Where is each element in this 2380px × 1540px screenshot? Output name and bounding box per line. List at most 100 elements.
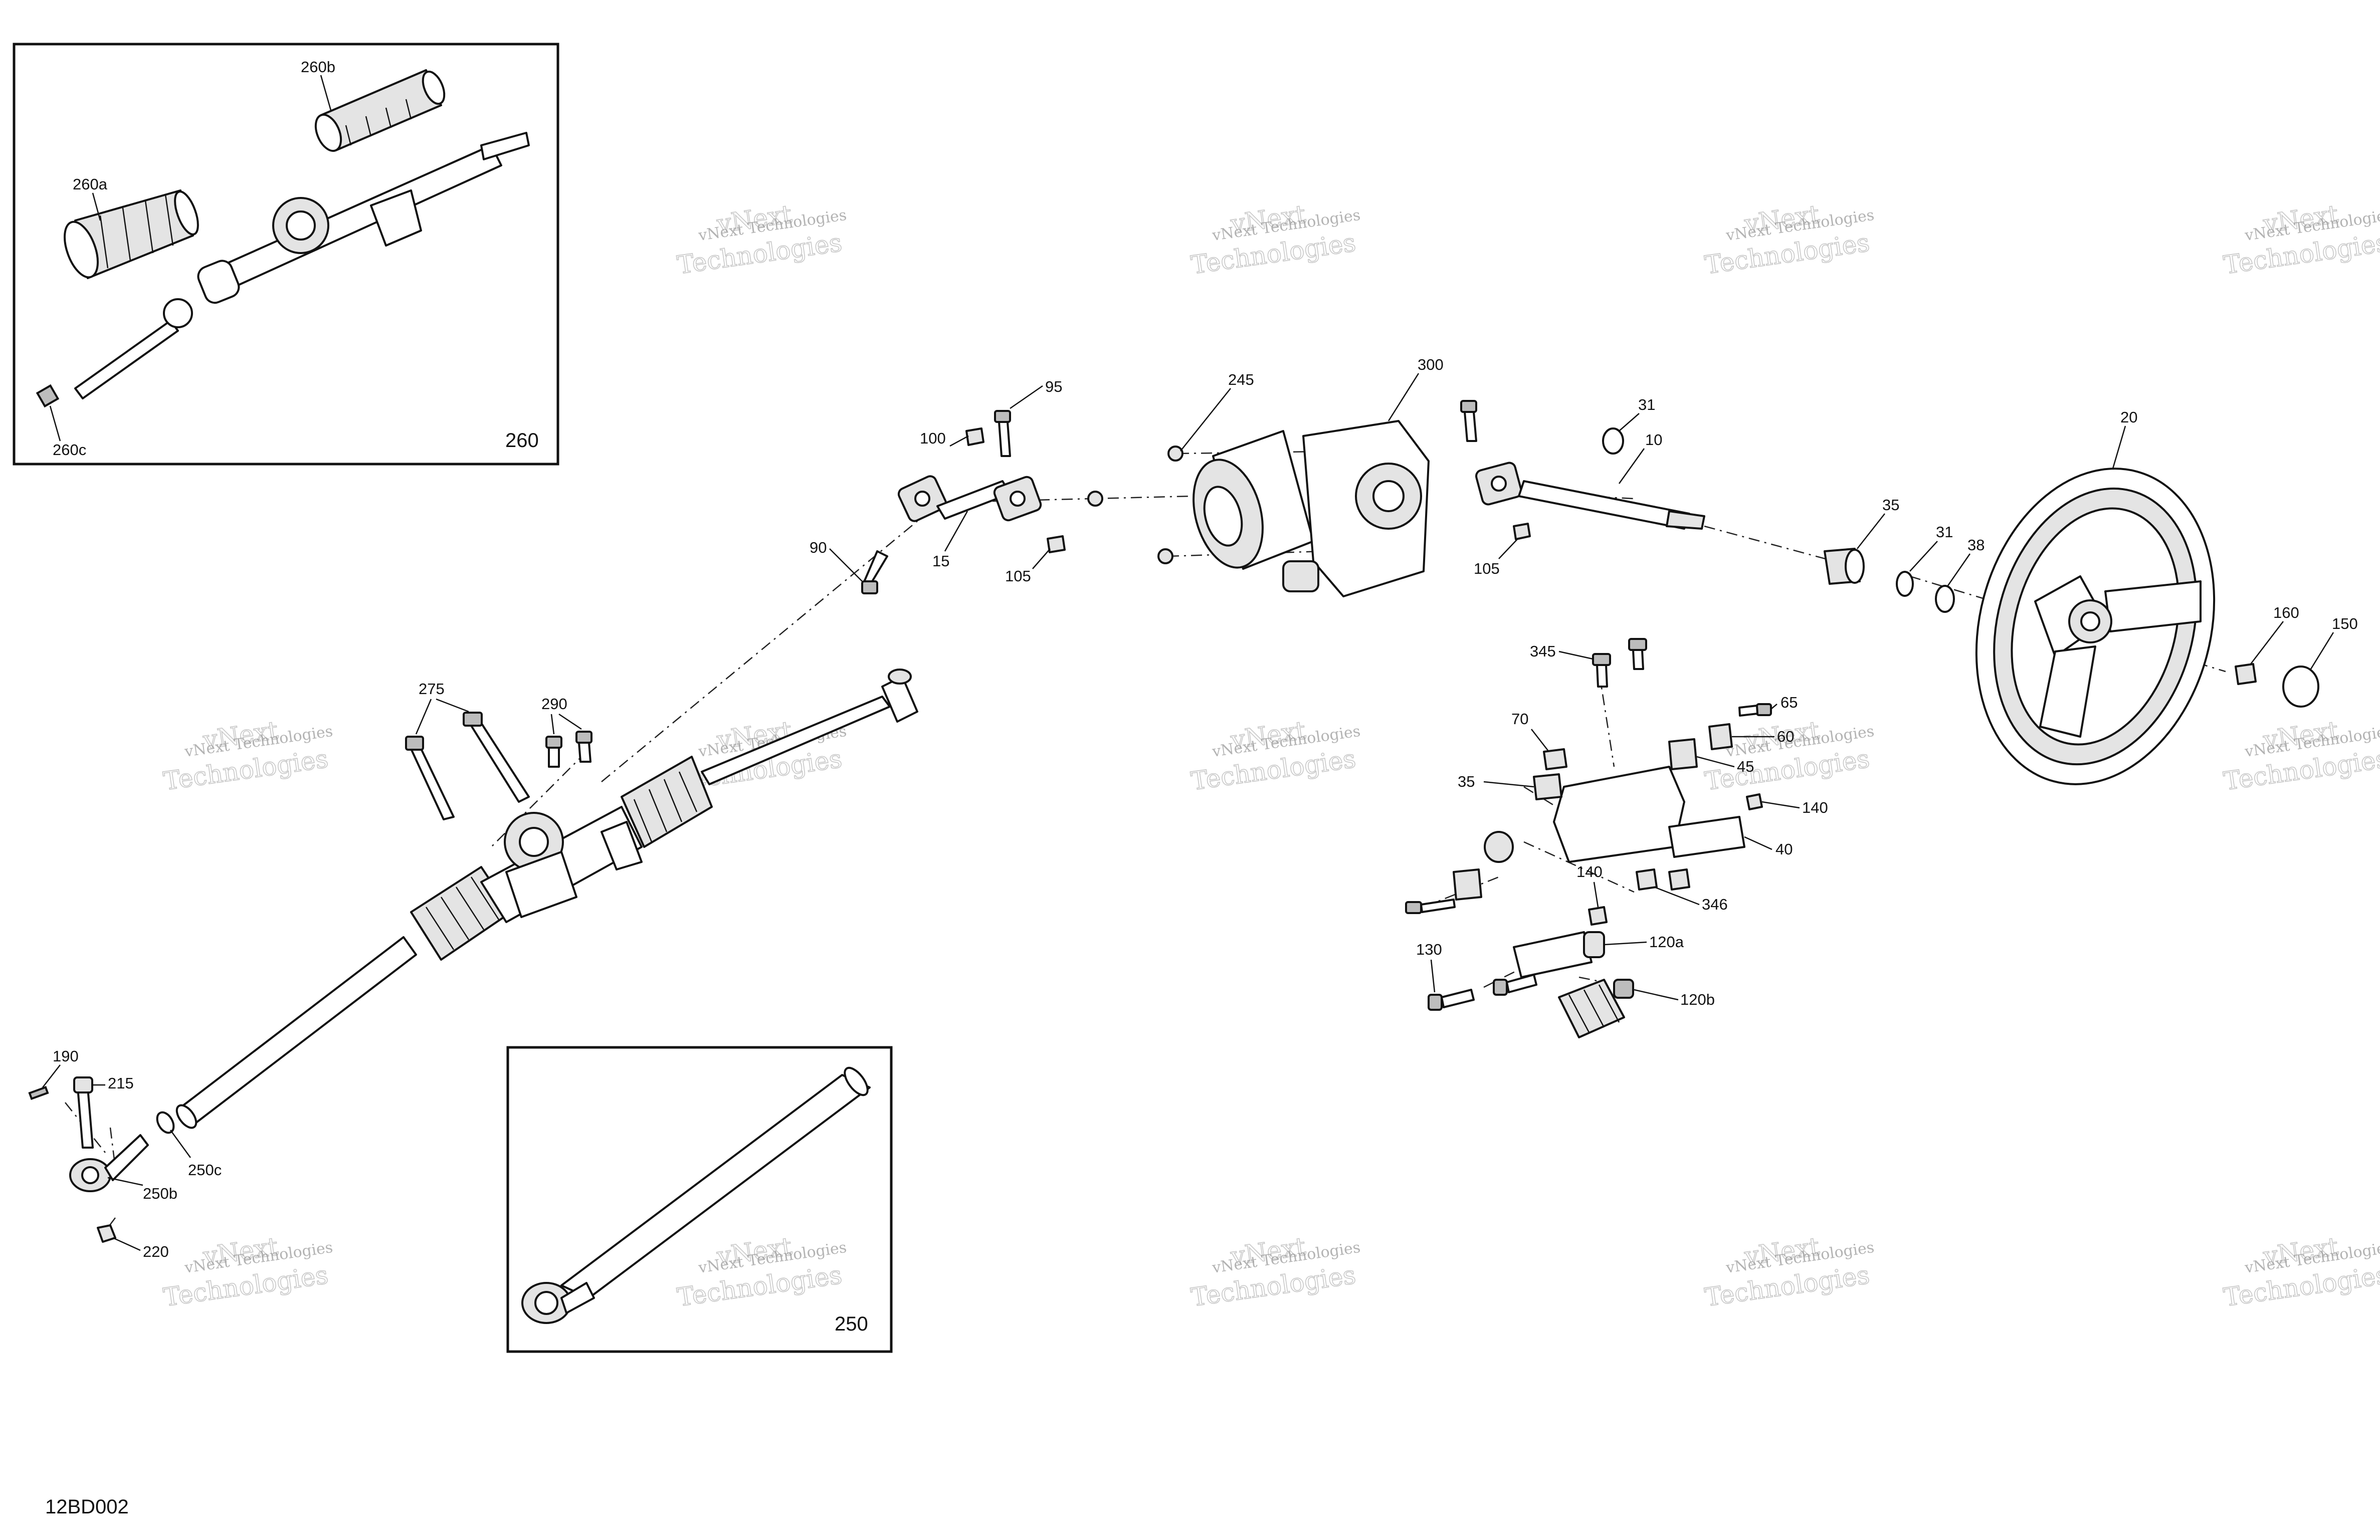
tie-rod-end-250b <box>69 1134 149 1192</box>
nut-105-lower <box>1047 535 1066 553</box>
washer-60 <box>1708 723 1733 750</box>
callout-60: 60 <box>1777 728 1794 745</box>
document-code: 12BD002 <box>45 1496 129 1518</box>
inset-260-frame <box>13 43 559 466</box>
rack-housing <box>480 806 643 923</box>
callout-20: 20 <box>2120 408 2137 426</box>
callout-220: 220 <box>143 1243 169 1260</box>
callout-65: 65 <box>1780 694 1798 711</box>
watermark: vNext vNext Technologies Technologies <box>1703 1231 1876 1312</box>
nut-346b <box>1668 868 1690 891</box>
watermark: vNext vNext Technologies Technologies <box>1703 715 1876 796</box>
nut-105-upper <box>1513 523 1531 540</box>
watermark: vNext vNext Technologies Technologies <box>161 715 334 796</box>
u-joint-column <box>1475 462 1522 506</box>
callout-260c: 260c <box>53 441 86 459</box>
callout-40: 40 <box>1775 840 1793 858</box>
upper-shaft <box>1475 427 1705 540</box>
power-steering-unit-300 <box>1157 400 1477 597</box>
callout-160: 160 <box>2273 604 2299 621</box>
callout-95: 95 <box>1045 378 1062 395</box>
boot-120b <box>1558 979 1634 1038</box>
boot-260a <box>64 189 199 279</box>
watermark: vNext vNext Technologies Technologies <box>161 1231 334 1312</box>
boot-260b <box>314 69 446 152</box>
callout-90: 90 <box>810 539 827 556</box>
callout-15: 15 <box>932 552 949 570</box>
bolt-upper-right <box>1460 400 1477 442</box>
tube-40 <box>1668 816 1745 858</box>
assembly-lines <box>65 450 2226 1228</box>
watermark: vNext vNext Technologies Technologies <box>675 1231 848 1312</box>
callout-346: 346 <box>1702 896 1728 913</box>
u-joint-lower <box>897 475 947 522</box>
callout-100: 100 <box>920 429 946 447</box>
inset-260: 260b 260a 260c 260 <box>13 43 559 466</box>
watermark: vNext vNext Technologies Technologies <box>1189 1231 1362 1312</box>
nut-260c <box>36 384 60 408</box>
bolt-275b <box>463 712 530 803</box>
bushing-45 <box>1668 738 1698 770</box>
rack-bar <box>179 936 417 1126</box>
tie-rod-end-left <box>28 1076 175 1243</box>
tie-rod-end-250 <box>521 1282 595 1324</box>
watermark: vNext vNext Technologies Technologies <box>675 199 848 280</box>
callout-290: 290 <box>541 695 567 713</box>
callouts: 95 100 90 15 105 245 300 31 10 105 35 31… <box>42 356 2358 1260</box>
rack-housing-inset <box>197 132 530 304</box>
bolt-290b <box>575 731 592 763</box>
bracket <box>1553 766 1685 863</box>
washer-intermediate <box>1087 491 1103 507</box>
bolt-345b <box>1628 638 1647 670</box>
nut-346a <box>1636 868 1658 891</box>
jam-nut-250c <box>156 1111 175 1134</box>
nut-245-lower <box>1157 548 1173 564</box>
bushing-mid <box>1484 831 1514 863</box>
callout-120a: 120a <box>1649 933 1684 951</box>
inner-tie-rod-inset <box>36 298 193 408</box>
column-rings <box>1824 548 1955 613</box>
bushing-35-lower <box>1533 773 1562 800</box>
callout-260a: 260a <box>73 175 108 193</box>
bushing-lower-left <box>1453 868 1482 901</box>
bolt-345a <box>1592 653 1611 688</box>
intermediate-shaft <box>861 410 1103 594</box>
callout-35-lower: 35 <box>1458 773 1475 790</box>
inset-250: 250 <box>506 1046 893 1353</box>
callout-140-upper: 140 <box>1802 799 1828 816</box>
tie-rod-end-right <box>881 669 918 723</box>
column-bracket <box>1405 638 1772 1038</box>
inset-250-frame <box>506 1046 893 1353</box>
snap-ring-31-lower <box>1896 571 1914 597</box>
bolt-275a <box>405 736 455 820</box>
gearbox <box>1282 420 1430 597</box>
bolt-lower-left <box>1405 899 1456 914</box>
callout-105-lower: 105 <box>1005 567 1031 585</box>
bolt-90 <box>861 550 888 594</box>
callout-250b: 250b <box>143 1185 177 1202</box>
callout-190: 190 <box>53 1047 79 1065</box>
callout-38: 38 <box>1967 536 1985 554</box>
callout-140-lower: 140 <box>1576 863 1603 881</box>
bolt-65 <box>1738 703 1772 717</box>
callout-10: 10 <box>1645 431 1662 449</box>
bolt-290a <box>545 736 562 768</box>
inset-260-label: 260 <box>505 429 539 452</box>
callout-245: 245 <box>1228 371 1254 388</box>
bolt-95 <box>994 410 1011 457</box>
nut-140-upper <box>1746 793 1763 810</box>
steering-rack <box>175 669 918 1129</box>
callout-120b: 120b <box>1680 991 1715 1008</box>
watermark: vNext vNext Technologies Technologies <box>1189 715 1362 796</box>
castle-nut-215 <box>73 1076 94 1149</box>
nut-70 <box>1543 748 1567 770</box>
callout-45: 45 <box>1737 758 1754 775</box>
callout-130: 130 <box>1416 941 1442 958</box>
nut-140-lower <box>1588 906 1608 926</box>
callout-300: 300 <box>1418 356 1444 373</box>
boot-right <box>621 756 713 848</box>
callout-260b: 260b <box>301 58 335 76</box>
callout-105-upper: 105 <box>1474 560 1500 577</box>
callout-275: 275 <box>419 680 445 698</box>
